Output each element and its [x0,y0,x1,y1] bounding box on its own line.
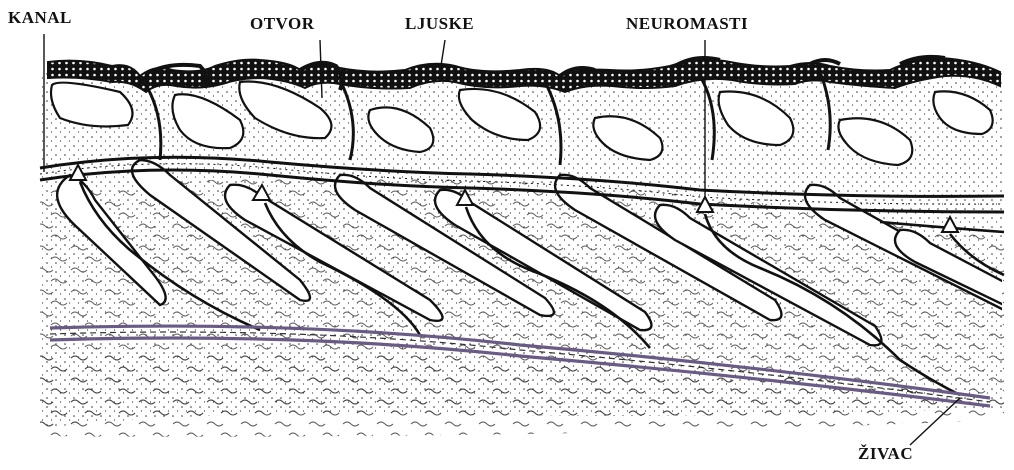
label-otvor: OTVOR [250,14,315,34]
label-neuromasti: NEUROMASTI [626,14,748,34]
label-kanal: KANAL [8,8,72,28]
label-zivac: ŽIVAC [858,444,913,464]
label-ljuske: LJUSKE [405,14,474,34]
